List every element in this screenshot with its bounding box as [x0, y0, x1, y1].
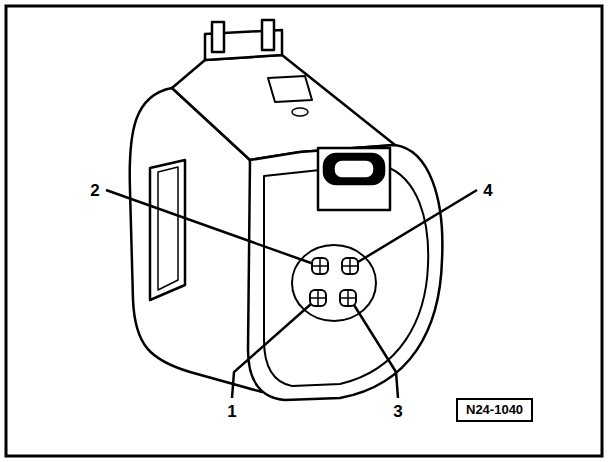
lock-slot-opening: [324, 154, 384, 184]
figure-frame: [6, 6, 602, 456]
pin-4: [342, 258, 358, 274]
lock-slot-inner: [334, 160, 374, 178]
callout-number: 1: [227, 403, 236, 420]
figure-number-box: N24-1040: [456, 398, 533, 422]
leader-line: [232, 304, 311, 398]
pin-1: [310, 290, 326, 306]
callout-number: 3: [393, 403, 402, 420]
housing-top: [172, 55, 395, 160]
pin-3: [340, 290, 356, 306]
leader-line: [354, 305, 398, 398]
latch-hole: [292, 108, 308, 116]
pin-2: [312, 258, 328, 274]
latch-window: [268, 76, 312, 102]
leader-line: [358, 190, 477, 262]
side-window: [150, 160, 185, 300]
pins: [310, 258, 358, 306]
callout-number: 2: [90, 182, 99, 199]
figure-number: N24-1040: [466, 402, 523, 417]
side-window-inner: [158, 167, 178, 290]
callout-number: 4: [483, 182, 492, 199]
housing-front: [248, 145, 442, 400]
leader-lines: [106, 190, 477, 398]
lock-slot: [318, 148, 390, 210]
latch-prong: [262, 20, 274, 50]
latch-prong: [212, 22, 224, 52]
leader-line: [106, 190, 311, 263]
